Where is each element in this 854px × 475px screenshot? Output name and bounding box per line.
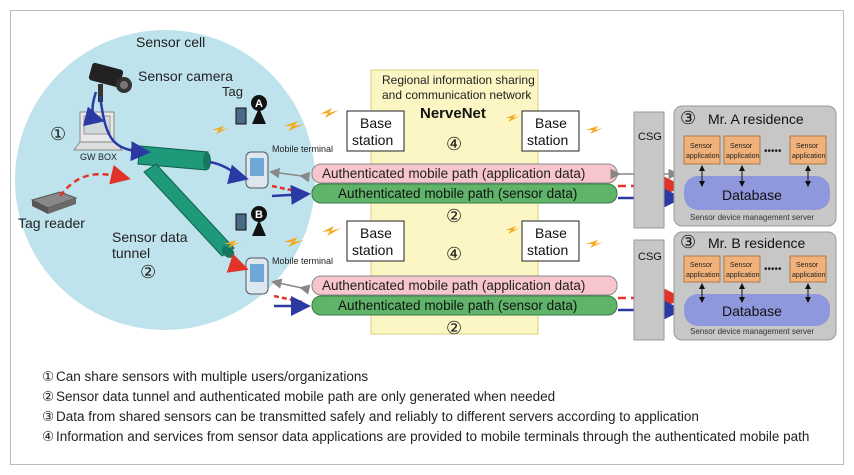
svg-text:application: application — [726, 153, 760, 160]
svg-text:application: application — [686, 153, 720, 160]
csg-b: CSG — [633, 239, 665, 341]
svg-text:CSG: CSG — [638, 251, 662, 263]
svg-text:③: ③ — [680, 232, 696, 252]
svg-text:station: station — [352, 242, 393, 258]
tag-device-b — [235, 213, 247, 231]
path-sensor-lower: Authenticated mobile path (sensor data) — [311, 295, 618, 316]
svg-text:Sensor device management serve: Sensor device management server — [690, 327, 814, 336]
arrow-terminal-bottom-red — [273, 294, 303, 304]
tag-b-letter: B — [255, 209, 263, 221]
residence-a-server: ③ Mr. A residence Sensor application Sen… — [673, 105, 837, 227]
mobile-terminal-top-icon — [245, 151, 269, 189]
path-application-lower: Authenticated mobile path (application d… — [311, 275, 618, 296]
note-item: ④ Information and services from sensor d… — [42, 429, 810, 444]
svg-text:Base: Base — [360, 115, 392, 131]
tag-a-icon — [251, 95, 267, 124]
tag-reader-label: Tag reader — [18, 215, 85, 231]
network-title-line1: Regional information sharing — [382, 73, 535, 87]
lightning-icons — [212, 108, 603, 248]
arrow-terminal-top-grey — [269, 167, 311, 183]
circled-four-top: ④ — [446, 134, 462, 154]
svg-text:Sensor: Sensor — [730, 262, 753, 269]
svg-text:application: application — [686, 272, 720, 279]
svg-text:station: station — [527, 242, 568, 258]
svg-text:Sensor: Sensor — [690, 143, 713, 150]
csg-a: CSG — [633, 111, 665, 229]
svg-text:Sensor: Sensor — [796, 143, 819, 150]
svg-text:application: application — [792, 153, 826, 160]
svg-text:Authenticated mobile path (sen: Authenticated mobile path (sensor data) — [338, 186, 577, 201]
circled-four-bottom: ④ — [446, 244, 462, 264]
svg-text:application: application — [726, 272, 760, 279]
svg-text:Mr. B residence: Mr. B residence — [708, 235, 805, 251]
tag-a-letter: A — [255, 98, 263, 110]
svg-text:Authenticated mobile path (sen: Authenticated mobile path (sensor data) — [338, 298, 577, 313]
svg-text:application: application — [792, 272, 826, 279]
tunnel-label-line2: tunnel — [112, 245, 150, 261]
arrow-terminal-bottom-grey — [271, 278, 311, 295]
svg-text:Sensor: Sensor — [796, 262, 819, 269]
svg-text:Authenticated mobile path (app: Authenticated mobile path (application d… — [322, 166, 585, 181]
tag-b-icon — [251, 206, 267, 236]
svg-text:Base: Base — [535, 115, 567, 131]
mobile-terminal-top-label: Mobile terminal — [272, 144, 333, 154]
svg-text:Authenticated mobile path (app: Authenticated mobile path (application d… — [322, 278, 585, 293]
sensor-camera-icon — [88, 62, 132, 102]
tag-label: Tag — [222, 84, 243, 99]
svg-text:CSG: CSG — [638, 131, 662, 143]
gw-box-label: GW BOX — [80, 152, 117, 162]
path-application-upper: Authenticated mobile path (application d… — [311, 163, 618, 184]
network-name: NerveNet — [420, 105, 486, 122]
svg-text:Base: Base — [360, 225, 392, 241]
circled-one: ① — [50, 124, 66, 144]
svg-text:Sensor device management serve: Sensor device management server — [690, 213, 814, 222]
svg-text:③: ③ — [680, 108, 696, 128]
arrow-tunnel-top-out — [209, 160, 249, 185]
base-station-top-right: Base station — [521, 110, 580, 152]
svg-text:•••••: ••••• — [764, 146, 782, 157]
arrow-camera-to-gw — [83, 91, 105, 127]
note-item: ① Can share sensors with multiple users/… — [42, 369, 369, 384]
svg-text:station: station — [352, 132, 393, 148]
arrow-tunnel-bottom-out — [226, 253, 249, 273]
svg-text:station: station — [527, 132, 568, 148]
circled-two-cell: ② — [140, 262, 156, 282]
mobile-terminal-bottom-icon — [245, 257, 269, 295]
note-item: ② Sensor data tunnel and authenticated m… — [42, 389, 556, 404]
svg-text:Mr. A residence: Mr. A residence — [708, 111, 804, 127]
svg-text:Sensor: Sensor — [730, 143, 753, 150]
circled-two-bottom: ② — [446, 318, 462, 338]
base-station-bottom-left: Base station — [346, 220, 405, 262]
path-sensor-upper: Authenticated mobile path (sensor data) — [311, 183, 618, 204]
sensor-cell-title: Sensor cell — [136, 34, 205, 50]
sensor-camera-label: Sensor camera — [138, 68, 233, 84]
base-station-bottom-right: Base station — [521, 220, 580, 262]
notes-list: ① Can share sensors with multiple users/… — [42, 368, 832, 448]
note-item: ③ Data from shared sensors can be transm… — [42, 409, 699, 424]
svg-text:•••••: ••••• — [764, 264, 782, 275]
mobile-terminal-bottom-label: Mobile terminal — [272, 256, 333, 266]
arrow-terminal-top-red — [271, 184, 301, 194]
tag-device-a — [235, 107, 247, 125]
tunnel-label-line1: Sensor data — [112, 229, 188, 245]
tag-reader-icon — [30, 191, 78, 214]
circled-two-mid: ② — [446, 206, 462, 226]
svg-text:Sensor: Sensor — [690, 262, 713, 269]
network-title-line2: and communication network — [382, 88, 532, 102]
base-station-top-left: Base station — [346, 110, 405, 152]
svg-text:Database: Database — [722, 187, 782, 203]
arrow-terminal-top-blue — [271, 184, 311, 205]
svg-text:Database: Database — [722, 303, 782, 319]
svg-text:Base: Base — [535, 225, 567, 241]
residence-b-server: ③ Mr. B residence Sensor application Sen… — [673, 231, 837, 341]
